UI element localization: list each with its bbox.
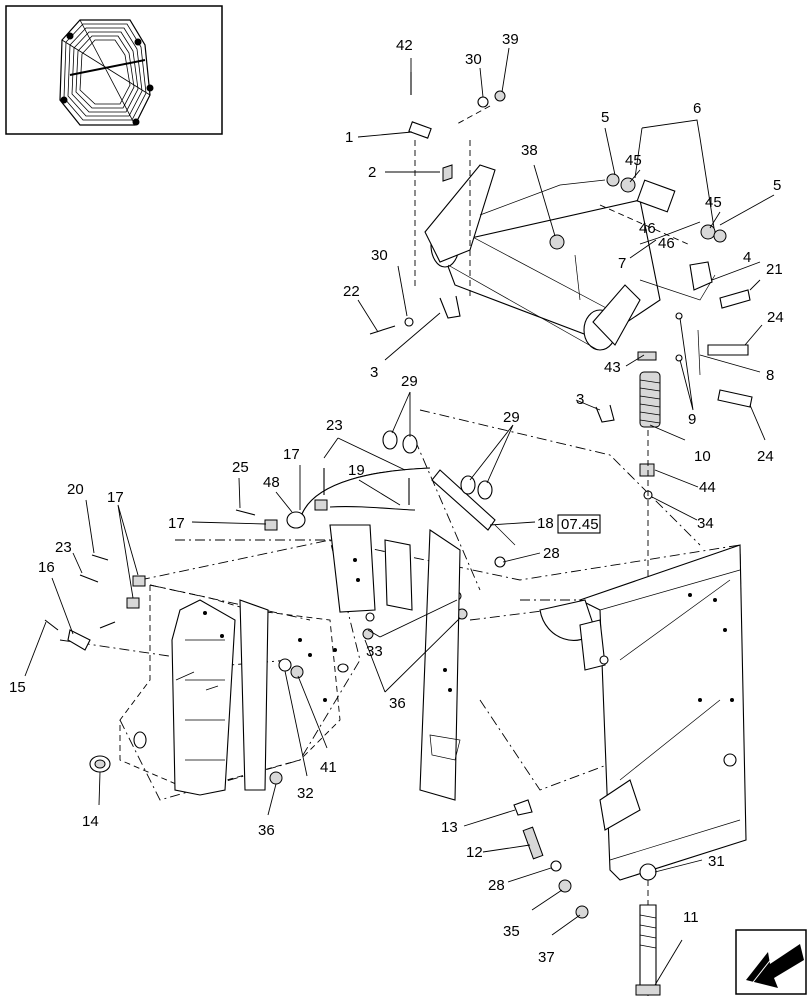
callout-4: 4 xyxy=(743,249,751,266)
callout-44: 44 xyxy=(699,479,716,496)
callout-36: 36 xyxy=(258,822,275,839)
callout-32: 32 xyxy=(297,785,314,802)
callout-46: 46 xyxy=(658,235,675,252)
left-side-panel xyxy=(119,584,349,796)
callout-29: 29 xyxy=(401,373,418,390)
callout-31: 31 xyxy=(708,853,725,870)
callout-34: 34 xyxy=(697,515,714,532)
callout-23: 23 xyxy=(326,417,343,434)
callout-16: 16 xyxy=(38,559,55,576)
callout-labels: 42 30 39 1 38 5 6 45 2 5 45 46 46 7 4 21… xyxy=(9,31,784,966)
callout-23: 23 xyxy=(55,539,72,556)
callout-17: 17 xyxy=(168,515,185,532)
callout-5: 5 xyxy=(773,177,781,194)
callout-25: 25 xyxy=(232,459,249,476)
actuator-link-parts xyxy=(382,430,516,568)
callout-48: 48 xyxy=(263,474,280,491)
callout-33: 33 xyxy=(366,643,383,660)
roller-arm-assembly xyxy=(424,164,727,376)
thumbnail-inset xyxy=(5,5,223,135)
callout-46: 46 xyxy=(639,220,656,237)
callout-13: 13 xyxy=(441,819,458,836)
callout-3: 3 xyxy=(576,391,584,408)
callout-37: 37 xyxy=(538,949,555,966)
callout-2: 2 xyxy=(368,164,376,181)
callout-11: 11 xyxy=(683,909,699,926)
callout-24: 24 xyxy=(757,448,774,465)
callout-38: 38 xyxy=(521,142,538,159)
lower-spring-parts xyxy=(513,799,589,919)
cable-parts xyxy=(235,467,431,531)
callout-45: 45 xyxy=(625,152,642,169)
callout-9: 9 xyxy=(688,411,696,428)
callout-28: 28 xyxy=(488,877,505,894)
bolt-parts xyxy=(675,289,753,408)
callout-7: 7 xyxy=(618,255,626,272)
callout-36: 36 xyxy=(389,695,406,712)
callout-18: 18 xyxy=(537,515,554,532)
reference-box-07-45[interactable]: 07.45 xyxy=(557,514,601,534)
callout-19: 19 xyxy=(348,462,365,479)
callout-1: 1 xyxy=(345,129,353,146)
callout-30: 30 xyxy=(465,51,482,68)
callout-6: 6 xyxy=(693,100,701,117)
callout-14: 14 xyxy=(82,813,99,830)
callout-8: 8 xyxy=(766,367,774,384)
callout-24: 24 xyxy=(767,309,784,326)
callout-5: 5 xyxy=(601,109,609,126)
callout-42: 42 xyxy=(396,37,413,54)
callout-43: 43 xyxy=(604,359,621,376)
strap-bracket-parts xyxy=(369,295,615,423)
reference-label: 07.45 xyxy=(561,516,599,533)
callout-3: 3 xyxy=(370,364,378,381)
callout-17: 17 xyxy=(107,489,124,506)
center-bracket-parts xyxy=(329,524,461,801)
callout-21: 21 xyxy=(766,261,783,278)
leader-lines xyxy=(24,47,775,986)
callout-20: 20 xyxy=(67,481,84,498)
callout-30: 30 xyxy=(371,247,388,264)
bale-chamber-thumbnail-icon xyxy=(59,19,154,126)
callout-12: 12 xyxy=(466,844,483,861)
callout-41: 41 xyxy=(320,759,337,776)
callout-10: 10 xyxy=(694,448,711,465)
right-side-panel xyxy=(539,544,747,996)
callout-45: 45 xyxy=(705,194,722,211)
callout-22: 22 xyxy=(343,283,360,300)
pivot-pin-parts xyxy=(408,72,506,300)
callout-35: 35 xyxy=(503,923,520,940)
callout-17: 17 xyxy=(283,446,300,463)
callout-39: 39 xyxy=(502,31,519,48)
callout-28: 28 xyxy=(543,545,560,562)
hydraulic-fitting-parts xyxy=(44,554,468,785)
callout-29: 29 xyxy=(503,409,520,426)
callout-15: 15 xyxy=(9,679,26,696)
previous-page-arrow-icon[interactable] xyxy=(735,929,807,995)
